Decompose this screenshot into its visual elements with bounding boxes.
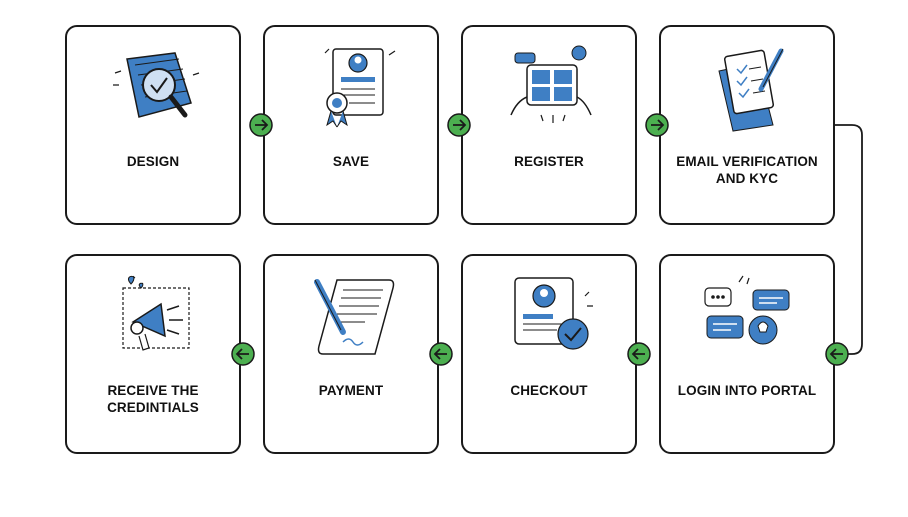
step-label: PAYMENT: [318, 383, 384, 398]
step-label: RECEIVE THE CREDINTIALS: [107, 383, 199, 415]
step-card-design: DESIGN: [65, 25, 241, 225]
scroll-pen-icon: [314, 279, 395, 355]
step-card-login: LOGIN INTO PORTAL: [659, 254, 835, 454]
step-label: DESIGN: [126, 154, 180, 169]
profile-check-icon: [514, 277, 593, 350]
step-card-payment: PAYMENT: [263, 254, 439, 454]
step-label: EMAIL VERIFICATION AND KYC: [676, 154, 818, 186]
certificate-badge-icon: [324, 48, 396, 128]
tablet-hands-icon: [510, 45, 592, 123]
step-label: REGISTER: [514, 154, 584, 169]
clipboard-checklist-icon: [718, 48, 784, 132]
step-card-email-verification: EMAIL VERIFICATION AND KYC: [659, 25, 835, 225]
chat-bubbles-icon: [704, 275, 790, 345]
step-label: CHECKOUT: [510, 383, 588, 398]
step-card-save: SAVE: [263, 25, 439, 225]
step-card-checkout: CHECKOUT: [461, 254, 637, 454]
step-card-register: REGISTER: [461, 25, 637, 225]
document-checkmark-icon: [113, 52, 200, 118]
connector-email-login-line: [835, 124, 863, 355]
step-card-receive-credentials: RECEIVE THE CREDINTIALS: [65, 254, 241, 454]
megaphone-icon: [122, 275, 190, 351]
step-label: SAVE: [332, 154, 370, 169]
step-label: LOGIN INTO PORTAL: [677, 383, 817, 398]
